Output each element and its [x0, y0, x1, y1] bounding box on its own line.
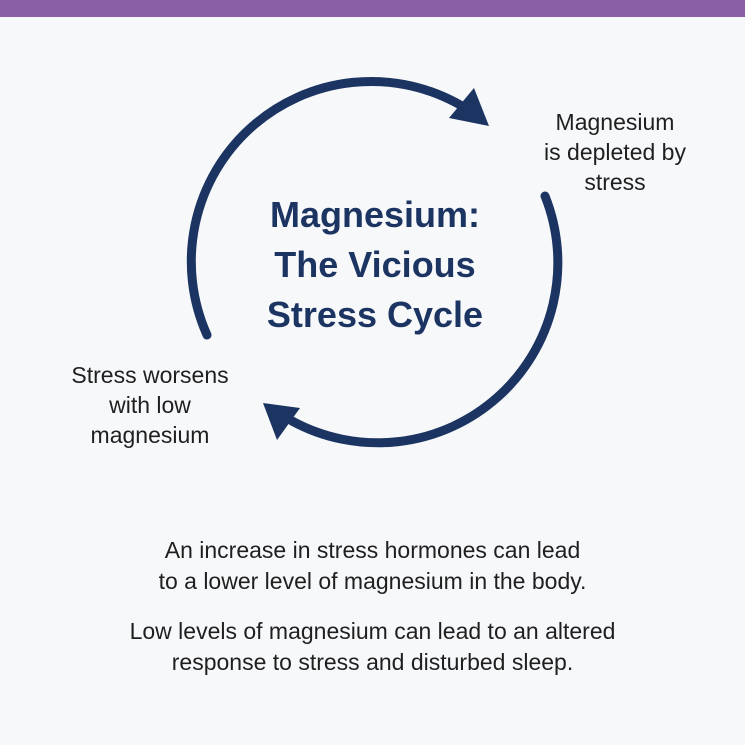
- arrowhead-upper-icon: [449, 88, 489, 126]
- paragraph-line: response to stress and disturbed sleep.: [171, 649, 574, 675]
- paragraph-line: An increase in stress hormones can lead: [164, 537, 581, 563]
- title-line: The Vicious: [274, 244, 476, 285]
- diagram-title: Magnesium: The Vicious Stress Cycle: [225, 190, 525, 340]
- label-line: magnesium: [90, 422, 210, 448]
- label-stress-worsens: Stress worsens with low magnesium: [50, 360, 250, 450]
- paragraph-line: Low levels of magnesium can lead to an a…: [129, 618, 616, 644]
- paragraph-stress-hormones: An increase in stress hormones can lead …: [40, 535, 705, 597]
- title-line: Stress Cycle: [266, 294, 484, 335]
- lower-cycle-arc: [287, 191, 563, 448]
- paragraph-low-magnesium: Low levels of magnesium can lead to an a…: [40, 616, 705, 678]
- label-line: with low: [109, 392, 191, 418]
- paragraph-line: to a lower level of magnesium in the bod…: [158, 568, 587, 594]
- title-line: Magnesium:: [269, 194, 481, 235]
- label-line: Stress worsens: [71, 362, 229, 388]
- top-accent-bar: [0, 0, 745, 17]
- label-magnesium-depleted: Magnesium is depleted by stress: [520, 107, 710, 197]
- upper-cycle-arc: [186, 77, 467, 340]
- arrowhead-lower-icon: [263, 403, 300, 440]
- label-line: stress: [584, 169, 646, 195]
- label-line: Magnesium: [555, 109, 675, 135]
- label-line: is depleted by: [544, 139, 686, 165]
